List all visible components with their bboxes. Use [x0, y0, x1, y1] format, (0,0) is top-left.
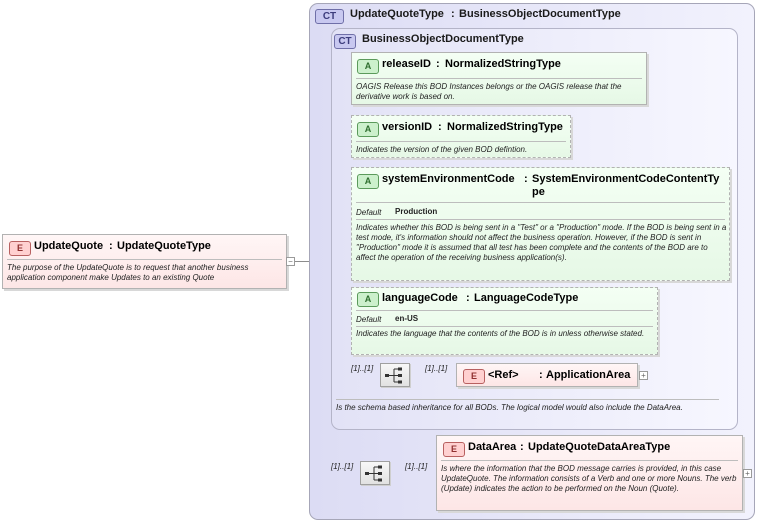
attribute-documentation: Indicates the version of the given BOD d…	[356, 145, 528, 154]
type-separator: :	[451, 8, 455, 20]
attribute-name: releaseID	[382, 58, 431, 70]
inner-type-name: BusinessObjectDocumentType	[362, 33, 524, 45]
attribute-system-environment-code[interactable]: A systemEnvironmentCode : SystemEnvironm…	[351, 167, 730, 281]
root-documentation: The purpose of the UpdateQuote is to req…	[7, 263, 249, 282]
sequence-occurs: [1]..[1]	[331, 462, 354, 471]
outer-type-base: BusinessObjectDocumentType	[459, 8, 621, 20]
attribute-type: NormalizedStringType	[447, 121, 563, 133]
attribute-separator	[356, 310, 653, 311]
element-type: UpdateQuoteDataAreaType	[528, 441, 671, 453]
sequence-icon	[385, 367, 402, 384]
type-separator: :	[109, 240, 113, 252]
type-separator: :	[539, 369, 543, 381]
default-value: en-US	[395, 314, 419, 323]
element-icon: E	[443, 442, 465, 457]
attribute-icon: A	[357, 174, 379, 189]
expand-toggle[interactable]: +	[743, 469, 752, 478]
complex-type-icon: CT	[315, 9, 344, 24]
root-separator	[7, 259, 282, 260]
type-separator: :	[524, 173, 528, 185]
element-name: ApplicationArea	[546, 369, 631, 381]
attribute-documentation: Indicates the language that the contents…	[356, 329, 645, 338]
attribute-type: NormalizedStringType	[445, 58, 561, 70]
element-documentation: Is where the information that the BOD me…	[441, 464, 737, 493]
collapse-toggle[interactable]: −	[286, 257, 295, 266]
complex-type-icon: CT	[334, 34, 356, 49]
sequence-occurs: [1]..[1]	[351, 364, 374, 373]
outer-type-name: UpdateQuoteType	[350, 8, 444, 20]
element-icon: E	[463, 369, 485, 384]
attribute-documentation: OAGIS Release this BOD Instances belongs…	[356, 82, 622, 101]
attribute-type: LanguageCodeType	[474, 292, 579, 304]
element-name: DataArea	[468, 441, 517, 453]
type-separator: :	[520, 441, 524, 453]
inner-separator	[336, 399, 719, 400]
attribute-version-id[interactable]: A versionID : NormalizedStringType Indic…	[351, 115, 571, 158]
attribute-name: languageCode	[382, 292, 458, 304]
element-icon: E	[9, 241, 31, 256]
root-element-box[interactable]: E UpdateQuote : UpdateQuoteType The purp…	[2, 234, 287, 289]
default-value: Production	[395, 207, 438, 216]
inner-documentation: Is the schema based inheritance for all …	[336, 403, 683, 412]
attribute-icon: A	[357, 59, 379, 74]
attribute-separator	[356, 141, 566, 142]
application-area-element[interactable]: E <Ref> : ApplicationArea	[456, 363, 638, 387]
sequence-compositor[interactable]	[380, 363, 410, 387]
attribute-separator	[356, 78, 642, 79]
attribute-language-code[interactable]: A languageCode : LanguageCodeType Defaul…	[351, 287, 658, 355]
sequence-icon	[365, 465, 382, 482]
attribute-type-line2: pe	[532, 186, 545, 198]
sequence-compositor[interactable]	[360, 461, 390, 485]
element-occurs: [1]..[1]	[425, 364, 448, 373]
attribute-icon: A	[357, 292, 379, 307]
default-label: Default	[356, 315, 382, 324]
attribute-name: versionID	[382, 121, 433, 133]
attribute-release-id[interactable]: A releaseID : NormalizedStringType OAGIS…	[351, 52, 647, 105]
attribute-documentation: Indicates whether this BOD is being sent…	[356, 223, 727, 262]
root-element-name: UpdateQuote	[34, 240, 104, 252]
attribute-separator	[356, 326, 653, 327]
data-area-element[interactable]: E DataArea : UpdateQuoteDataAreaType Is …	[436, 435, 743, 511]
attribute-name: systemEnvironmentCode	[382, 173, 515, 185]
root-connector	[287, 261, 319, 262]
type-separator: :	[436, 58, 440, 70]
attribute-type-line1: SystemEnvironmentCodeContentTy	[532, 173, 720, 185]
attribute-icon: A	[357, 122, 379, 137]
default-label: Default	[356, 208, 382, 217]
attribute-separator	[356, 202, 725, 203]
root-element-type: UpdateQuoteType	[117, 240, 211, 252]
expand-toggle[interactable]: +	[639, 371, 648, 380]
attribute-separator	[356, 219, 725, 220]
element-ref: <Ref>	[488, 369, 519, 381]
type-separator: :	[466, 292, 470, 304]
element-occurs: [1]..[1]	[405, 462, 428, 471]
type-separator: :	[438, 121, 442, 133]
element-separator	[441, 460, 738, 461]
